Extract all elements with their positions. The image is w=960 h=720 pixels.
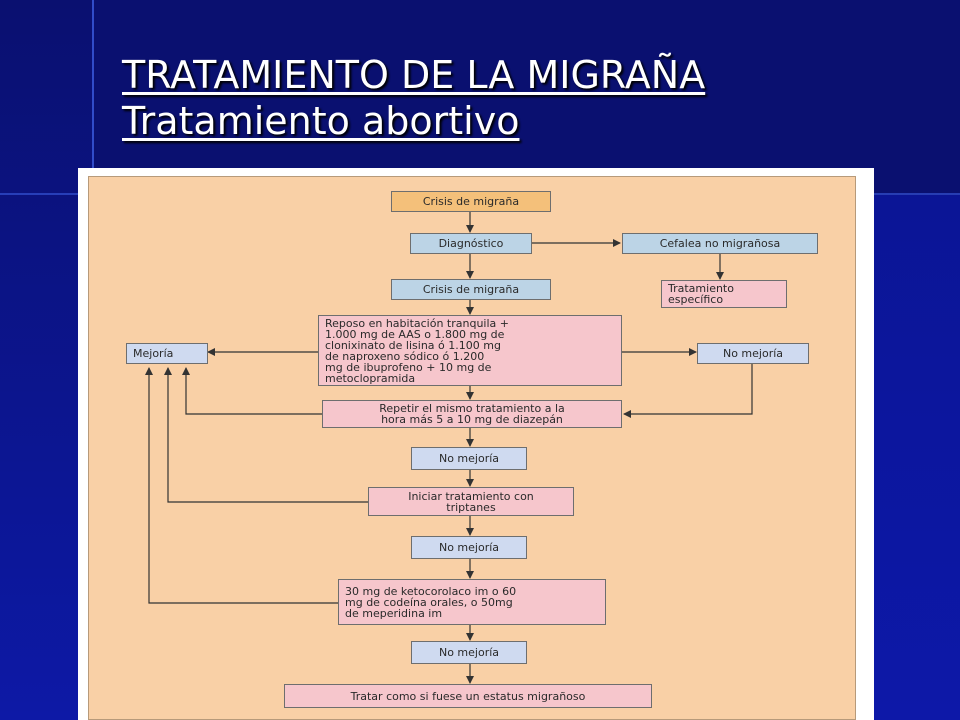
no-mejoria-box-1: No mejoría	[411, 447, 527, 470]
arrow-repetir-to-mejoria	[182, 367, 322, 415]
diagnostico-box: Diagnóstico	[410, 233, 532, 254]
arrow-triptanes-to-mejoria	[164, 367, 368, 503]
mejoria-box: Mejoría	[126, 343, 208, 364]
decorative-vertical-line	[92, 0, 94, 195]
side-band	[0, 0, 92, 720]
estatus-migranoso-box: Tratar como si fuese un estatus migraños…	[284, 684, 652, 708]
tratamiento-especifico-box: Tratamiento específico	[661, 280, 787, 308]
reposo-treatment-box: Reposo en habitación tranquila + 1.000 m…	[318, 315, 622, 386]
arrow-no-mejoria-to-repetir	[623, 364, 753, 418]
no-mejoria-box-3: No mejoría	[411, 641, 527, 664]
crisis-migrana-top-box: Crisis de migraña	[391, 191, 551, 212]
arrow-ketocorolaco-to-mejoria	[145, 367, 338, 604]
cefalea-no-migranosa-box: Cefalea no migrañosa	[622, 233, 818, 254]
title-band	[0, 0, 960, 195]
no-mejoria-box-2: No mejoría	[411, 536, 527, 559]
slide-title-line-2: Tratamiento abortivo	[122, 99, 520, 143]
triptanes-box: Iniciar tratamiento con triptanes	[368, 487, 574, 516]
slide-title-line-1: TRATAMIENTO DE LA MIGRAÑA	[122, 53, 706, 97]
crisis-migrana-second-box: Crisis de migraña	[391, 279, 551, 300]
no-mejoria-right-box: No mejoría	[697, 343, 809, 364]
slide-title: TRATAMIENTO DE LA MIGRAÑA Tratamiento ab…	[122, 52, 922, 144]
repetir-treatment-box: Repetir el mismo tratamiento a la hora m…	[322, 400, 622, 428]
ketocorolaco-box: 30 mg de ketocorolaco im o 60 mg de code…	[338, 579, 606, 625]
